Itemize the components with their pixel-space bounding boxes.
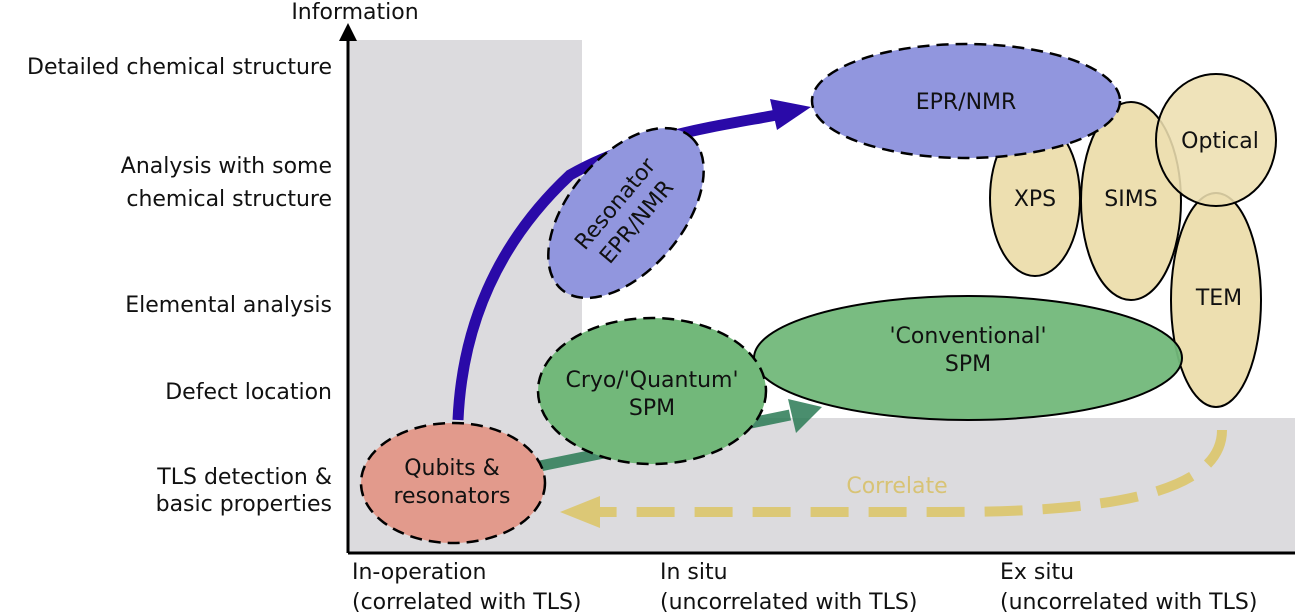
tem-label: TEM bbox=[1195, 286, 1242, 311]
cryo-spm-node bbox=[536, 316, 768, 466]
qubits-label-1: Qubits & bbox=[404, 456, 500, 481]
qubits-to-epr-arrow bbox=[452, 99, 811, 421]
xps-label: XPS bbox=[1014, 187, 1056, 212]
y-level-some-chem-1: Analysis with some bbox=[121, 154, 332, 179]
qubits-node bbox=[359, 421, 547, 545]
x-level-exsitu-1: Ex situ bbox=[1000, 560, 1074, 585]
x-level-insitu-1: In situ bbox=[660, 560, 728, 585]
conventional-spm-label-1: 'Conventional' bbox=[889, 324, 1046, 349]
qubits-label-2: resonators bbox=[393, 484, 510, 509]
y-level-defect: Defect location bbox=[165, 380, 332, 405]
optical-label: Optical bbox=[1181, 129, 1259, 154]
correlate-label: Correlate bbox=[846, 474, 947, 499]
conventional-spm-label-2: SPM bbox=[945, 352, 991, 377]
x-level-exsitu-2: (uncorrelated with TLS) bbox=[1000, 590, 1257, 615]
x-level-inop-1: In-operation bbox=[352, 560, 486, 585]
y-level-detailed: Detailed chemical structure bbox=[27, 55, 332, 80]
sims-label: SIMS bbox=[1104, 187, 1157, 212]
epr-nmr-node bbox=[810, 42, 1122, 160]
y-axis-title: Information bbox=[291, 0, 418, 25]
cryo-spm-label-1: Cryo/'Quantum' bbox=[565, 368, 738, 393]
cryo-spm-label-2: SPM bbox=[629, 396, 675, 421]
optical-node bbox=[1155, 73, 1277, 207]
y-level-elemental: Elemental analysis bbox=[125, 293, 332, 318]
x-level-insitu-2: (uncorrelated with TLS) bbox=[660, 590, 917, 615]
epr-nmr-label: EPR/NMR bbox=[916, 90, 1017, 115]
resonator-epr-node bbox=[547, 126, 705, 300]
y-level-tls-2: basic properties bbox=[156, 492, 332, 517]
x-level-inop-2: (correlated with TLS) bbox=[352, 590, 582, 615]
y-level-some-chem-2: chemical structure bbox=[126, 187, 332, 212]
y-level-tls-1: TLS detection & bbox=[156, 465, 332, 490]
